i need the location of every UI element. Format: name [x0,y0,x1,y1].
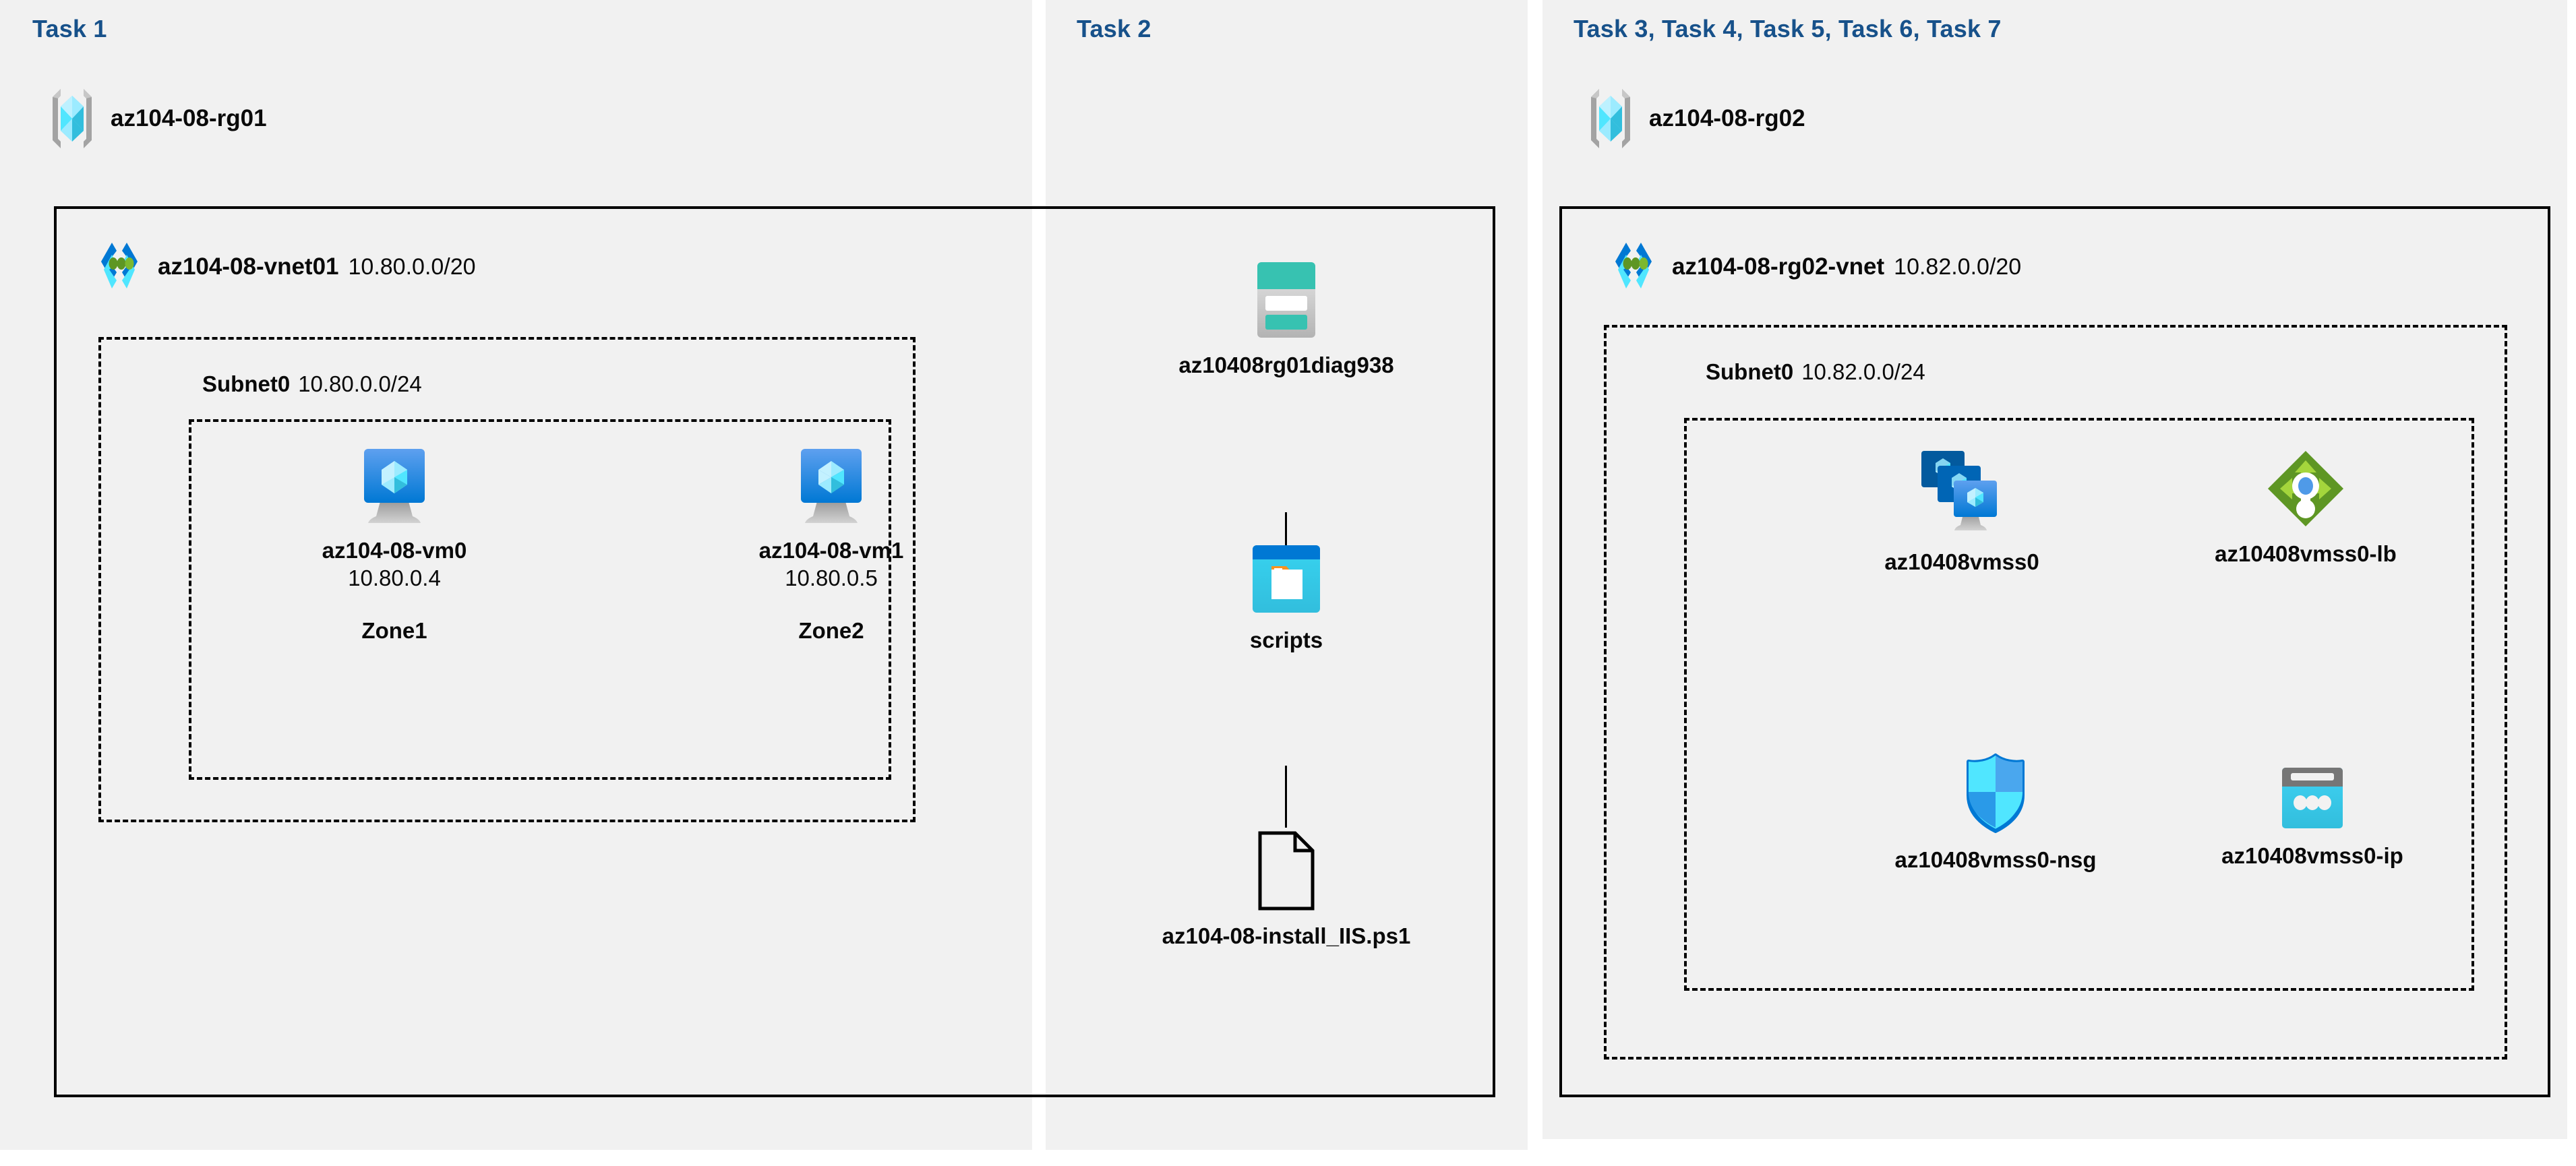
nsg-name: az10408vmss0-nsg [1894,847,2097,872]
node-vm-scale-set: az10408vmss0 [1820,448,2103,576]
panel-task1 [0,0,1032,1150]
vnet-cidr: 10.82.0.0/20 [1894,254,2022,280]
vm-zone: Zone2 [798,617,864,643]
resource-group-row-rg02: az104-08-rg02 [1587,86,1805,151]
vm-ip: 10.80.0.4 [348,565,441,590]
node-script-file: az104-08-install_IIS.ps1 [1118,830,1455,950]
storage-account-name: az10408rg01diag938 [1178,352,1394,377]
storage-account-icon [1253,259,1319,340]
vmss-resource-group-boundary [1684,418,2474,991]
load-balancer-icon [2265,448,2346,529]
vm-scale-set-icon [1912,448,2012,537]
subnet-cidr: 10.80.0.0/24 [298,371,422,396]
node-load-balancer: az10408vmss0-lb [2157,448,2454,567]
load-balancer-name: az10408vmss0-lb [2215,541,2397,566]
connector-container-to-file [1285,766,1287,828]
node-network-security-group: az10408vmss0-nsg [1847,751,2144,873]
resource-group-row-rg01: az104-08-rg01 [49,86,267,151]
vnet-boundary-vnet01 [54,206,1495,1097]
vm-name: az104-08-vm1 [758,538,904,563]
resource-group-icon [1587,86,1634,151]
script-file-name: az104-08-install_IIS.ps1 [1162,923,1411,948]
virtual-network-icon [1609,241,1658,293]
virtual-network-icon [94,241,144,293]
subnet-label-task1: Subnet0 10.80.0.0/24 [202,371,422,397]
public-ip-name: az10408vmss0-ip [2221,843,2403,868]
vm-ip: 10.80.0.5 [785,565,878,590]
resource-group-label: az104-08-rg01 [111,105,267,131]
node-public-ip-address: az10408vmss0-ip [2178,765,2447,869]
vmss-name: az10408vmss0 [1884,549,2039,574]
task-header-1: Task 1 [32,15,107,42]
task-header-2: Task 2 [1077,15,1151,42]
resource-group-label: az104-08-rg02 [1649,105,1805,131]
vnet-label-row-vnet01: az104-08-vnet01 10.80.0.0/20 [94,241,476,293]
script-file-icon [1256,830,1317,911]
subnet-name: Subnet0 [1706,359,1794,384]
node-vm0: az104-08-vm0 10.80.0.4 Zone1 [283,445,506,644]
node-vm1: az104-08-vm1 10.80.0.5 Zone2 [720,445,942,644]
blob-container-name: scripts [1249,627,1323,652]
node-storage-account: az10408rg01diag938 [1162,259,1411,379]
connector-storage-to-container [1285,512,1287,565]
task-header-3: Task 3, Task 4, Task 5, Task 6, Task 7 [1574,15,2002,42]
vnet-boundary-rg02-vnet [1559,206,2550,1097]
node-blob-container: scripts [1178,543,1394,654]
subnet-boundary-task1 [98,337,916,822]
vnet-name: az104-08-vnet01 [158,253,339,280]
availability-zone-group-boundary [189,419,891,780]
blob-container-icon [1250,543,1323,615]
vnet-cidr: 10.80.0.0/20 [348,254,476,280]
public-ip-address-icon [2277,765,2348,831]
virtual-machine-icon [355,445,434,526]
vm-name: az104-08-vm0 [322,538,467,563]
subnet-name: Subnet0 [202,371,291,396]
vnet-label-row-rg02-vnet: az104-08-rg02-vnet 10.82.0.0/20 [1609,241,2021,293]
subnet-cidr: 10.82.0.0/24 [1801,359,1925,384]
panel-task3 [1542,0,2567,1139]
network-security-group-icon [1959,751,2032,835]
subnet-boundary-task3 [1604,325,2507,1060]
vnet-name: az104-08-rg02-vnet [1672,253,1885,280]
virtual-machine-icon [791,445,871,526]
resource-group-icon [49,86,96,151]
vm-zone: Zone1 [361,617,427,643]
subnet-label-task3: Subnet0 10.82.0.0/24 [1706,359,1925,385]
